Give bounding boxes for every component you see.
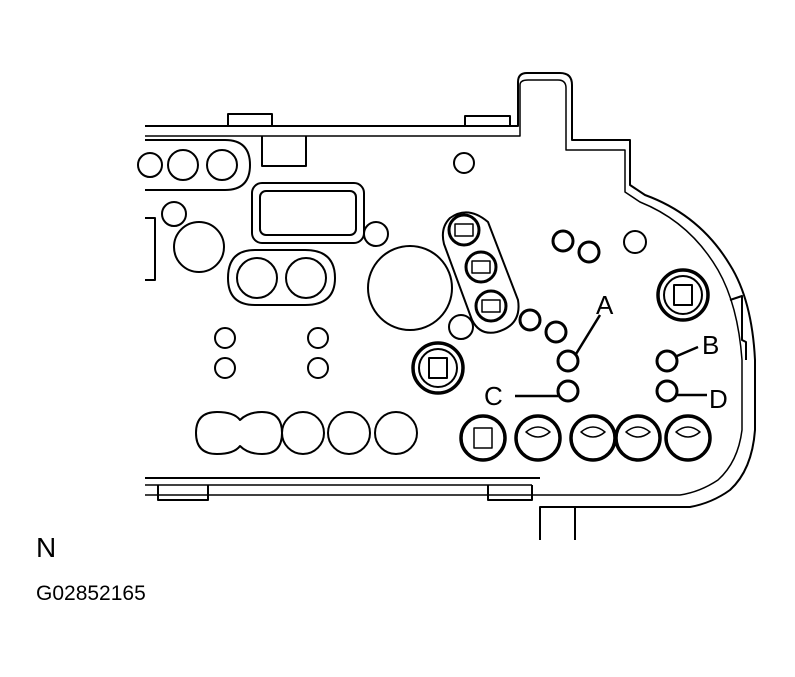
callout-d: D: [709, 384, 728, 414]
pin-c: [556, 379, 580, 403]
board-outline: [145, 72, 756, 540]
strip-screw-2: [464, 250, 498, 284]
bottom-hole-3: [281, 411, 325, 455]
pin-b: [655, 349, 679, 373]
right-edge-tab: [729, 295, 747, 360]
large-hole-left: [173, 221, 225, 273]
left-hole-1: [167, 149, 199, 181]
paired-hole-1: [236, 257, 278, 299]
bottom-screw-5: [664, 414, 712, 462]
bottom-tab-left: [157, 485, 209, 501]
strip-screw-3-head: [481, 299, 501, 313]
board-inner-edge: [145, 79, 743, 496]
big-screw-right-head: [673, 284, 693, 306]
big-screw-right-inner: [663, 275, 703, 315]
callout-b: B: [702, 330, 719, 360]
bottom-screw-4-head: [625, 426, 651, 438]
bottom-screw-2: [514, 414, 562, 462]
pin-1: [551, 229, 575, 253]
pin-4: [544, 320, 568, 344]
rect-connector-inner: [259, 190, 357, 236]
leader-b: [676, 345, 699, 358]
big-screw-left: [411, 341, 465, 395]
top-tab-left: [227, 113, 273, 126]
bottom-tab-right: [487, 485, 533, 501]
paired-hole-2: [285, 257, 327, 299]
callout-a: A: [596, 290, 614, 320]
tiny-pin-3: [307, 327, 329, 349]
pin-a: [556, 349, 580, 373]
tiny-pin-2: [214, 357, 236, 379]
leader-a: [574, 314, 602, 355]
pin-2: [577, 240, 601, 264]
left-connector-frame: [145, 139, 251, 191]
figure-id: G02852165: [36, 582, 146, 605]
screw-strip-frame: [441, 211, 520, 334]
top-tab-right: [464, 115, 511, 126]
small-hole-rect: [363, 221, 389, 247]
strip-screw-1: [447, 213, 481, 247]
strip-screw-1-head: [454, 223, 474, 237]
big-screw-left-head: [428, 357, 448, 379]
strip-screw-2-head: [471, 260, 491, 274]
view-label: N: [36, 532, 57, 563]
bottom-screw-2-head: [525, 426, 551, 438]
top-connector: [261, 136, 307, 167]
big-screw-right: [656, 268, 710, 322]
top-small-hole: [453, 152, 475, 174]
bottom-screw-5-head: [675, 426, 701, 438]
left-hole-2: [206, 149, 238, 181]
callout-c: C: [484, 381, 503, 411]
bottom-screw-1: [459, 414, 507, 462]
rect-connector-outer: [251, 182, 365, 244]
tiny-pin-1: [214, 327, 236, 349]
bottom-screw-3-head: [580, 426, 606, 438]
pin-3: [518, 308, 542, 332]
large-center-hole: [367, 245, 453, 331]
bottom-screw-1-head: [473, 427, 493, 449]
center-small-hole: [448, 314, 474, 340]
right-small-hole: [623, 230, 647, 254]
bottom-hole-5: [374, 411, 418, 455]
left-hole-0: [137, 152, 163, 178]
bottom-double-hole: [195, 411, 283, 455]
paired-holes-frame: [227, 249, 336, 306]
tiny-pin-4: [307, 357, 329, 379]
bottom-screw-4: [614, 414, 662, 462]
pin-d: [655, 379, 679, 403]
left-notch: [145, 217, 156, 281]
bottom-screw-3: [569, 414, 617, 462]
big-screw-left-inner: [418, 348, 458, 388]
small-hole-left: [161, 201, 187, 227]
strip-screw-3: [474, 289, 508, 323]
bottom-hole-4: [327, 411, 371, 455]
